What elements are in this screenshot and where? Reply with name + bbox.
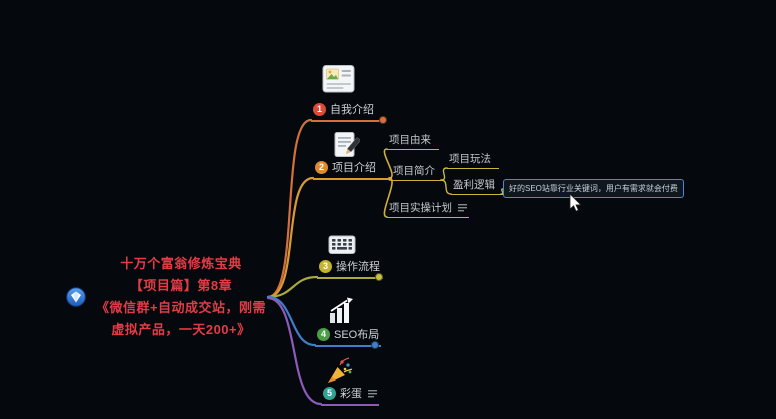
priority-3-icon: 3	[319, 259, 332, 273]
topic-label: 盈利逻辑	[453, 179, 495, 191]
topic-label: 项目实操计划	[389, 202, 452, 214]
document-edit-icon	[332, 131, 361, 164]
priority-2-icon: 2	[315, 160, 328, 174]
central-line-1: 十万个富翁修炼宝典	[120, 256, 242, 271]
topic-label: 项目由来	[389, 134, 431, 146]
topic-label: SEO布局	[334, 329, 380, 341]
topic-self-intro[interactable]: 1 自我介绍	[311, 101, 384, 122]
priority-1-icon: 1	[313, 102, 326, 116]
photo-card-icon	[322, 64, 356, 99]
notes-icon	[368, 389, 377, 398]
topic-operation-flow[interactable]: 3 操作流程	[317, 258, 383, 279]
collapse-dot-self-intro[interactable]	[379, 116, 387, 124]
topic-bonus[interactable]: 5 彩蛋	[321, 385, 379, 406]
topic-label: 彩蛋	[340, 388, 362, 400]
topic-label: 好的SEO站靠行业关键词，用户有需求就会付费	[509, 184, 678, 193]
topic-label: 项目简介	[393, 165, 435, 177]
blue-gem-badge-icon	[66, 287, 86, 312]
topic-label: 自我介绍	[330, 104, 374, 116]
party-popper-icon	[324, 356, 354, 391]
subtopic-project-brief[interactable]: 项目简介	[391, 163, 443, 181]
topic-seo-layout[interactable]: 4 SEO布局	[315, 326, 381, 347]
priority-4-icon: 4	[317, 327, 330, 341]
subtopic-project-origin[interactable]: 项目由来	[387, 132, 439, 150]
topic-project-intro[interactable]: 2 项目介绍	[313, 159, 389, 180]
notes-icon	[458, 203, 467, 212]
bar-chart-icon	[328, 297, 354, 330]
central-line-4: 虚拟产品，一天200+》	[111, 322, 251, 337]
mouse-cursor	[569, 193, 585, 219]
topic-label: 项目介绍	[332, 162, 376, 174]
keyboard-icon	[328, 233, 356, 262]
subtopic-project-gameplay[interactable]: 项目玩法	[447, 151, 499, 169]
central-line-3: 《微信群+自动成交站，刚需	[95, 300, 267, 315]
priority-5-icon: 5	[323, 386, 336, 400]
central-topic[interactable]: 十万个富翁修炼宝典 【项目篇】第8章 《微信群+自动成交站，刚需 虚拟产品，一天…	[88, 253, 274, 341]
topic-label: 操作流程	[336, 261, 380, 273]
subtopic-profit-logic[interactable]: 盈利逻辑	[451, 177, 503, 195]
subtopic-project-plan[interactable]: 项目实操计划	[387, 200, 469, 218]
collapse-dot-operation-flow[interactable]	[375, 273, 383, 281]
collapse-dot-seo-layout[interactable]	[371, 341, 379, 349]
topic-label: 项目玩法	[449, 153, 491, 165]
central-line-2: 【项目篇】第8章	[129, 278, 233, 293]
selected-topic-seo-keywords[interactable]: 好的SEO站靠行业关键词，用户有需求就会付费	[503, 179, 684, 198]
